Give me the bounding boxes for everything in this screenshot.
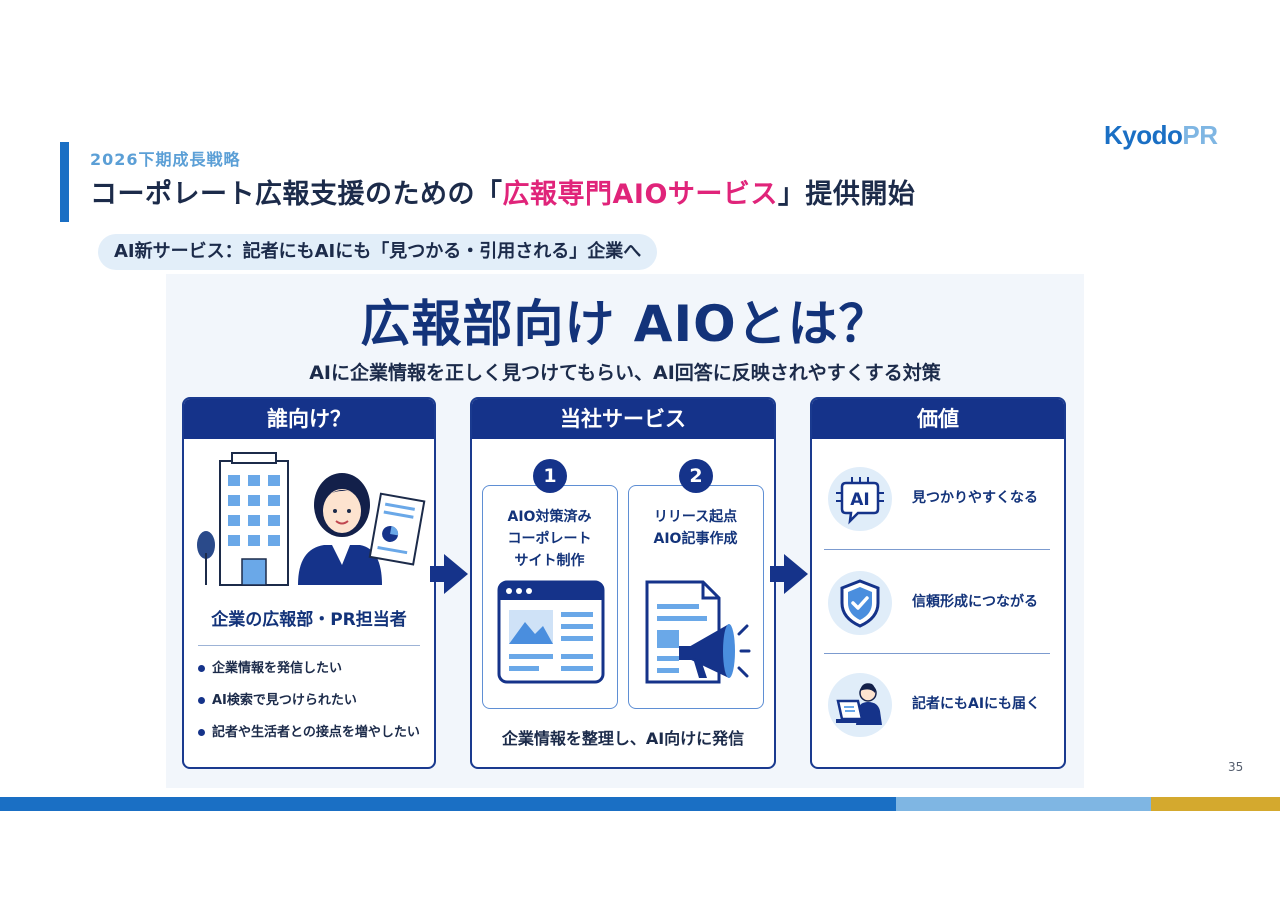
list-item: 記者や生活者との接点を増やしたい: [198, 723, 420, 755]
office-building-pr-person-icon: [197, 452, 426, 586]
section-label: 2026下期成長戦略: [90, 150, 241, 169]
logo-accent: PR: [1182, 120, 1218, 150]
logo-main: Kyodo: [1104, 120, 1183, 150]
arrow-right-icon: [430, 554, 468, 594]
service-item-website: AIO対策済み コーポレート サイト制作: [482, 485, 618, 709]
step-number-1: 1: [533, 459, 567, 493]
service-label-line: AIO対策済み: [507, 509, 592, 525]
value-icon-circle: [828, 571, 892, 635]
value-text: 信頼形成につながる: [912, 594, 1038, 610]
value-item: 信頼形成につながる: [820, 557, 1056, 649]
list-item-text: AI検索で見つけられたい: [212, 693, 357, 708]
value-card: 価値 AI 見つかりやすくなる 信頼形成につながる: [810, 397, 1066, 769]
value-text: 記者にもAIにも届く: [912, 696, 1041, 712]
footer-bar-blue: [0, 797, 896, 811]
title-after: 」提供開始: [777, 179, 916, 210]
value-item: 記者にもAIにも届く: [820, 659, 1056, 751]
kyodo-pr-logo: KyodoPR: [1104, 120, 1218, 151]
title-accent-bar: [60, 142, 69, 222]
value-divider: [824, 549, 1050, 550]
target-name: 企業の広報部・PR担当者: [211, 610, 407, 630]
service-label-line: コーポレート: [507, 531, 592, 547]
shield-check-icon: [840, 579, 880, 628]
person-laptop-icon: [836, 683, 882, 725]
list-item: AI検索で見つけられたい: [198, 691, 420, 723]
bullet-icon: [198, 665, 205, 672]
value-divider: [824, 653, 1050, 654]
page-title: コーポレート広報支援のための「広報専門AIOサービス」提供開始: [90, 172, 915, 211]
list-item: 企業情報を発信したい: [198, 659, 420, 691]
service-label-line: サイト制作: [514, 553, 585, 569]
value-item: AI 見つかりやすくなる: [820, 453, 1056, 545]
target-list: 企業情報を発信したい AI検索で見つけられたい 記者や生活者との接点を増やしたい: [198, 659, 420, 755]
service-label-line: リリース起点: [653, 509, 738, 525]
step-number-2: 2: [679, 459, 713, 493]
bullet-icon: [198, 729, 205, 736]
document-megaphone-icon: [645, 580, 751, 684]
target-card: 誰向け？: [182, 397, 436, 769]
service-item-article: リリース起点 AIO記事作成: [628, 485, 764, 709]
ai-chip-text: AI: [850, 490, 869, 510]
service-label-line: AIO記事作成: [653, 531, 738, 547]
list-item-text: 記者や生活者との接点を増やしたい: [212, 725, 420, 740]
list-item-text: 企業情報を発信したい: [212, 661, 343, 676]
service-item-label: リリース起点 AIO記事作成: [629, 506, 762, 550]
bullet-icon: [198, 697, 205, 704]
infographic-subtitle: AIに企業情報を正しく見つけてもらい、AI回答に反映されやすくする対策: [309, 362, 941, 384]
value-icon-circle: [828, 673, 892, 737]
service-card: 当社サービス AIO対策済み コーポレート サイト制作: [470, 397, 776, 769]
ai-chip-icon: AI: [836, 477, 884, 525]
infographic-title: 広報部向け AIOとは？: [360, 295, 890, 353]
service-item-label: AIO対策済み コーポレート サイト制作: [483, 506, 616, 572]
value-icon-circle: AI: [828, 467, 892, 531]
infographic-panel: 広報部向け AIOとは？ AIに企業情報を正しく見つけてもらい、AI回答に反映さ…: [166, 274, 1084, 788]
footer-bar-light-blue: [896, 797, 1151, 811]
service-footer: 企業情報を整理し、AI向けに発信: [501, 729, 745, 748]
title-highlight: 広報専門AIOサービス: [502, 179, 778, 210]
subheading-pill: AI新サービス：記者にもAIにも「見つかる・引用される」企業へ: [98, 234, 658, 270]
value-text: 見つかりやすくなる: [912, 490, 1038, 506]
page-number: 35: [1228, 760, 1244, 774]
title-before: コーポレート広報支援のための「: [90, 179, 503, 210]
target-card-heading: 誰向け？: [184, 399, 434, 439]
service-card-heading: 当社サービス: [472, 399, 774, 439]
value-card-heading: 価値: [812, 399, 1064, 439]
footer-bar-gold: [1151, 797, 1280, 811]
arrow-right-icon: [770, 554, 808, 594]
target-divider: [198, 645, 420, 646]
website-browser-icon: [497, 580, 605, 684]
